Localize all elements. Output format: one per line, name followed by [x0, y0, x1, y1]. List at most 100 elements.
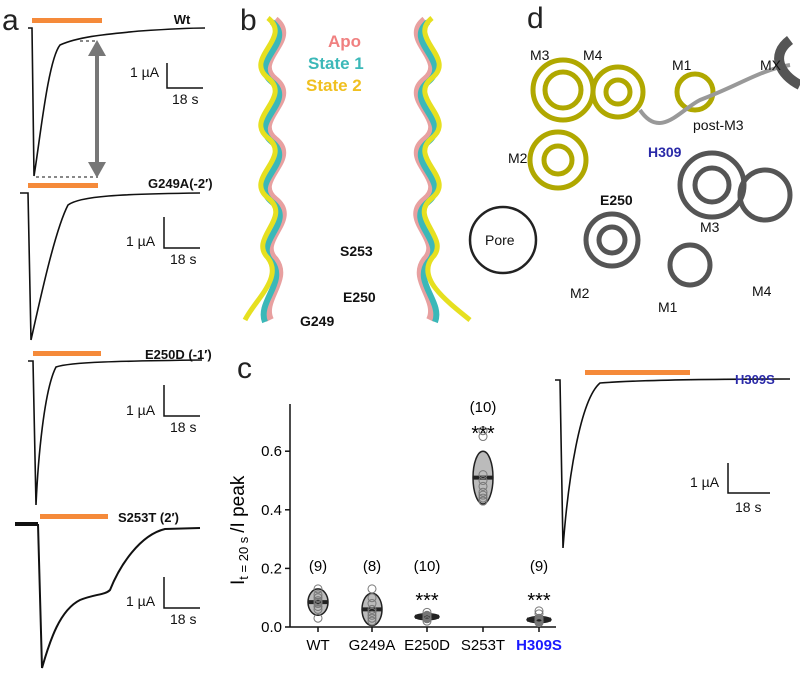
x-tick-label-g249a: G249A [349, 637, 396, 654]
residue-e250: E250 [343, 289, 376, 305]
x-tick-label-e250d: E250D [404, 637, 450, 654]
data-point [367, 610, 377, 620]
trace-label: Wt [174, 12, 191, 27]
n-label: (9) [309, 558, 327, 575]
trace-wt: Wt 1 µA 18 s [28, 12, 206, 178]
structure-d: M3 M4 M1 MX post-M3 H309 M2 E250 Pore M3… [468, 36, 800, 315]
label-m3: M3 [530, 47, 550, 63]
y-tick-label: 0.6 [261, 443, 282, 460]
label-mx: MX [760, 57, 782, 73]
label-m1-b: M1 [658, 299, 678, 315]
trace-s253t: S253T (2′) 1 µA 18 s [15, 510, 201, 669]
x-tick-label-wt: WT [306, 637, 329, 654]
x-tick-label-s253t: S253T [461, 637, 505, 654]
data-point [313, 604, 323, 614]
data-point [478, 493, 488, 503]
residue-s253: S253 [340, 243, 373, 259]
pore-circle [468, 205, 538, 275]
panel-label-b: b [240, 4, 257, 37]
n-label: (9) [530, 558, 548, 575]
y-axis-label: It = 20 s/I peak [228, 475, 251, 585]
data-point [478, 481, 488, 491]
agonist-bar [28, 183, 98, 188]
amplitude-arrow [88, 40, 106, 178]
y-tick-label: 0.4 [261, 502, 282, 519]
data-point [478, 432, 488, 442]
svg-text:It = 20 s/I peak: It = 20 s/I peak [228, 475, 251, 585]
scale-current: 1 µA [130, 64, 160, 80]
n-label: (10) [414, 558, 441, 575]
data-point [367, 599, 377, 609]
data-point [367, 584, 377, 594]
trace-h309s: H309S 1 µA 18 s [555, 370, 791, 549]
data-point [313, 590, 323, 600]
data-point [478, 426, 488, 436]
label-m1: M1 [672, 57, 692, 73]
label-m4-b: M4 [752, 283, 772, 299]
data-point [422, 607, 432, 617]
data-point [313, 613, 323, 623]
data-point [367, 607, 377, 617]
significance-stars: *** [527, 590, 551, 612]
scale-time: 18 s [735, 499, 761, 515]
scale-time: 18 s [170, 611, 196, 627]
scale-current: 1 µA [126, 233, 156, 249]
label-m3-b: M3 [700, 219, 720, 235]
chart-c: It = 20 s/I peak 0.0 0.2 0.4 0.6WT (9) G249A (… [228, 399, 562, 654]
panel-label-d: d [527, 2, 544, 35]
data-point [367, 604, 377, 614]
data-point [422, 616, 432, 626]
scale-time: 18 s [172, 91, 198, 107]
label-post-m3: post-M3 [693, 117, 744, 133]
data-point [478, 470, 488, 480]
data-point [478, 476, 488, 485]
panel-label-c: c [237, 352, 252, 385]
panel-label-a: a [2, 4, 19, 37]
y-tick-label: 0.0 [261, 619, 282, 636]
data-point [367, 616, 377, 626]
trace-label: S253T (2′) [118, 510, 179, 525]
x-tick-label-h309s: H309S [516, 637, 562, 654]
legend-state1: State 1 [308, 54, 364, 73]
trace-g249a: G249A(-2′) 1 µA 18 s [20, 176, 213, 341]
scale-current: 1 µA [126, 593, 156, 609]
agonist-bar [585, 370, 690, 375]
residue-g249: G249 [300, 313, 334, 329]
n-label: (10) [470, 399, 497, 416]
scale-current: 1 µA [690, 474, 720, 490]
agonist-bar [33, 351, 101, 356]
scale-current: 1 µA [126, 402, 156, 418]
label-pore: Pore [485, 232, 515, 248]
label-h309: H309 [648, 144, 682, 160]
structure-b: Apo State 1 State 2 S253 E250 G249 [242, 16, 472, 329]
data-point [313, 593, 323, 603]
y-tick-label: 0.2 [261, 560, 282, 577]
label-m2: M2 [508, 150, 528, 166]
data-point [313, 584, 323, 594]
scale-time: 18 s [170, 419, 196, 435]
data-point [478, 496, 488, 506]
significance-stars: *** [471, 423, 495, 445]
label-e250: E250 [600, 192, 633, 208]
n-label: (8) [363, 558, 381, 575]
data-point [313, 599, 323, 609]
legend-apo: Apo [328, 32, 361, 51]
data-point [534, 618, 544, 628]
trace-e250d: E250D (-1′) 1 µA 18 s [28, 347, 212, 506]
data-point [478, 487, 488, 497]
trace-label: H309S [735, 372, 775, 387]
scale-time: 18 s [170, 251, 196, 267]
agonist-bar [40, 514, 108, 519]
data-point [313, 601, 323, 611]
label-m2-b: M2 [570, 285, 590, 301]
agonist-bar [32, 18, 102, 23]
trace-label: G249A(-2′) [148, 176, 213, 191]
label-m4: M4 [583, 47, 603, 63]
data-point [367, 613, 377, 623]
data-point [478, 490, 488, 500]
data-point [367, 593, 377, 603]
significance-stars: *** [415, 590, 439, 612]
data-point [422, 614, 432, 624]
legend-state2: State 2 [306, 76, 362, 95]
